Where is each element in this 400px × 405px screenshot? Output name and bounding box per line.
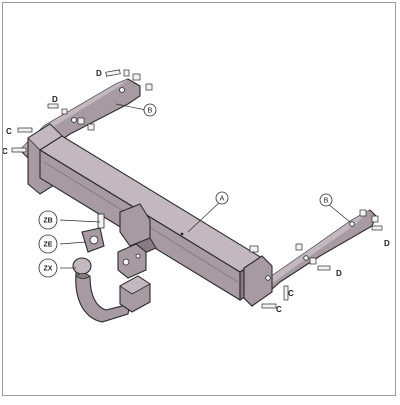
callout-a: A xyxy=(215,191,229,205)
letter-labels: D D C C D D C C xyxy=(2,69,390,314)
label-c-right-upper: C xyxy=(288,289,294,298)
label-c-right-lower: C xyxy=(276,305,282,314)
label-d-top: D xyxy=(96,69,102,78)
callout-b-left: B xyxy=(143,103,157,117)
svg-text:B: B xyxy=(324,198,329,205)
socket-plate xyxy=(81,227,105,253)
label-d-left: D xyxy=(52,95,58,104)
svg-text:A: A xyxy=(220,196,225,203)
hardware-bolts xyxy=(11,69,383,309)
socket-bolt xyxy=(97,213,105,229)
callout-ze: ZE xyxy=(38,234,58,254)
callout-zx: ZX xyxy=(38,258,58,278)
socket-holder xyxy=(117,243,147,279)
callout-b-right: B xyxy=(319,193,333,207)
tow-ball-neck xyxy=(72,257,151,323)
svg-text:B: B xyxy=(148,108,153,115)
svg-text:ZE: ZE xyxy=(44,242,53,249)
label-d-right: D xyxy=(384,239,390,248)
label-c-left-lower: C xyxy=(2,147,8,156)
label-c-left-upper: C xyxy=(6,127,12,136)
leader-lines xyxy=(59,103,351,269)
label-d-centre-right: D xyxy=(336,269,342,278)
svg-text:ZB: ZB xyxy=(43,218,52,225)
callout-zb: ZB xyxy=(38,210,58,230)
diagram-frame xyxy=(2,2,396,396)
svg-text:ZX: ZX xyxy=(44,266,53,273)
